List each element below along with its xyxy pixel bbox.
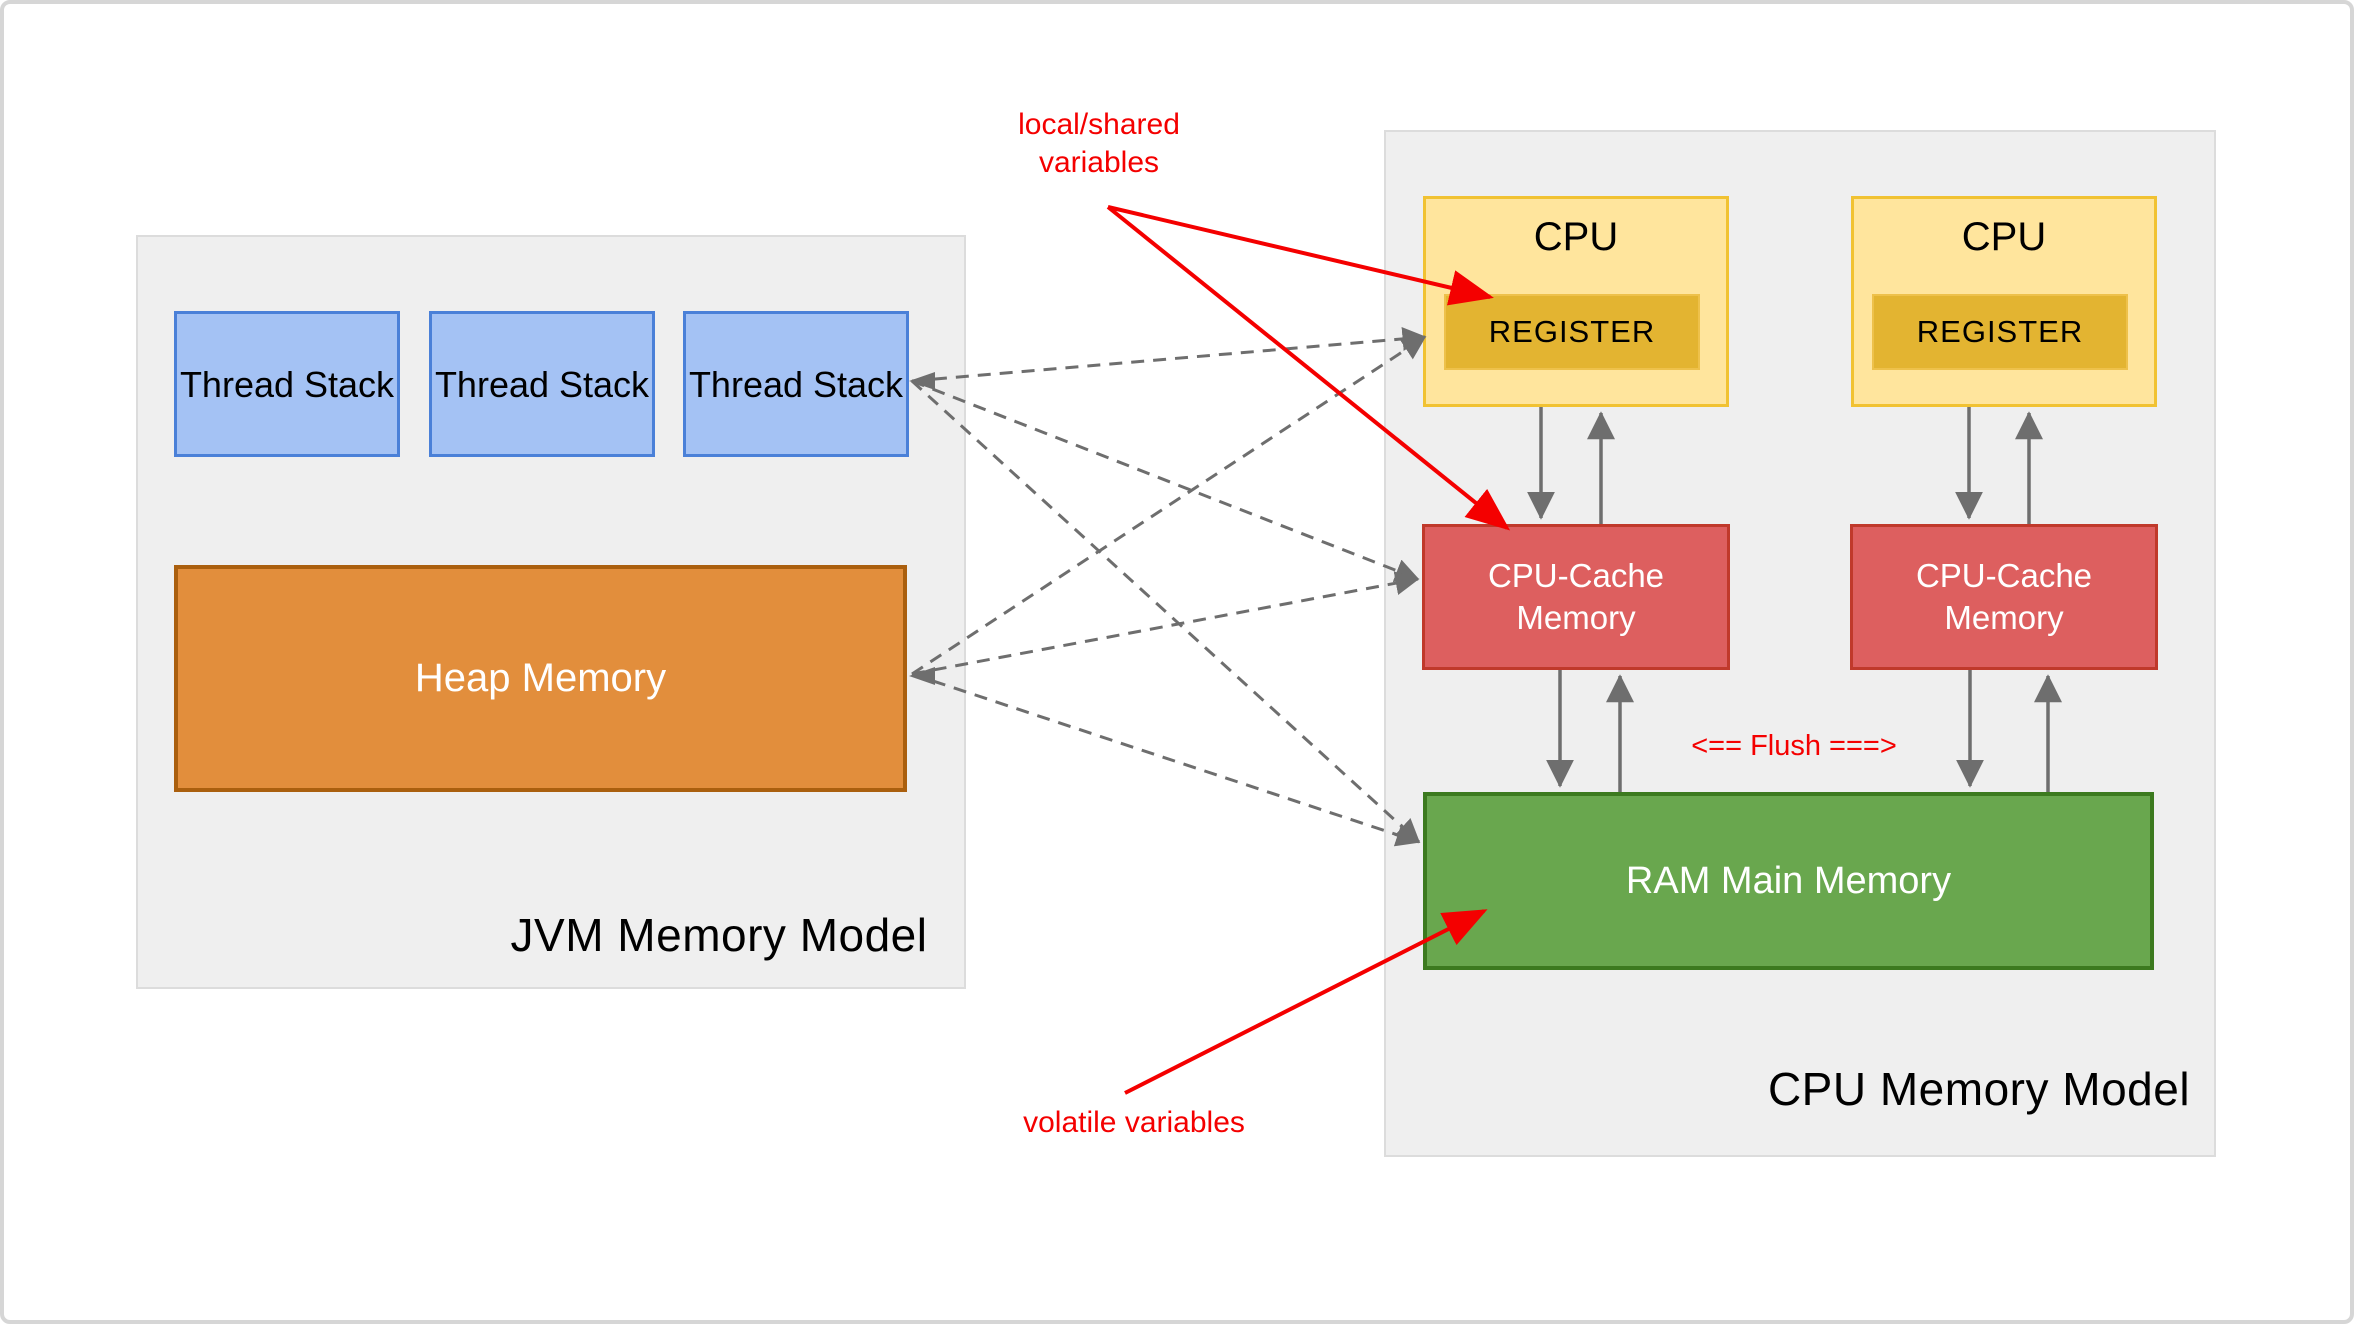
- cpu-cache-label: CPU-Cache Memory: [1487, 557, 1665, 636]
- dashed-arrow-thread-to-cache: [911, 379, 1420, 582]
- ram-main-memory-label: RAM Main Memory: [1625, 859, 1952, 902]
- register-box-1: REGISTER: [1444, 294, 1700, 370]
- cpu-cache-box-2: CPU-Cache Memory: [1850, 524, 2158, 670]
- register-label: REGISTER: [1488, 314, 1656, 349]
- thread-stack-box-1: Thread Stack: [174, 311, 400, 457]
- dashed-arrow-heap-to-register: [911, 335, 1427, 676]
- heap-memory-label: Heap Memory: [414, 656, 667, 700]
- dashed-arrow-heap-to-cache: [911, 571, 1420, 676]
- cpu-cache-label: CPU-Cache Memory: [1915, 557, 2093, 636]
- cpu-cache-box-1: CPU-Cache Memory: [1422, 524, 1730, 670]
- thread-stack-box-2: Thread Stack: [429, 311, 655, 457]
- register-label: REGISTER: [1916, 314, 2084, 349]
- ram-main-memory-box: RAM Main Memory: [1423, 792, 2154, 970]
- dashed-arrow-heap-to-ram: [911, 672, 1421, 847]
- dashed-arrow-thread-to-register: [911, 326, 1427, 383]
- jvm-model-title: JVM Memory Model: [510, 909, 928, 961]
- thread-stack-box-3: Thread Stack: [683, 311, 909, 457]
- cpu-label: CPU: [1961, 215, 2047, 259]
- dashed-arrow-thread-to-ram: [910, 379, 1421, 844]
- heap-memory-box: Heap Memory: [174, 565, 907, 792]
- thread-stack-label: Thread Stack: [179, 363, 395, 405]
- volatile-variables-annotation: volatile variables: [1023, 1106, 1245, 1139]
- thread-stack-label: Thread Stack: [688, 363, 904, 405]
- cpu-model-title: CPU Memory Model: [1767, 1063, 2191, 1115]
- thread-stack-label: Thread Stack: [434, 363, 650, 405]
- local-shared-variables-annotation: local/shared variables: [1018, 108, 1180, 179]
- flush-annotation: <== Flush ===>: [1691, 730, 1897, 762]
- register-box-2: REGISTER: [1872, 294, 2128, 370]
- cpu-label: CPU: [1533, 215, 1619, 259]
